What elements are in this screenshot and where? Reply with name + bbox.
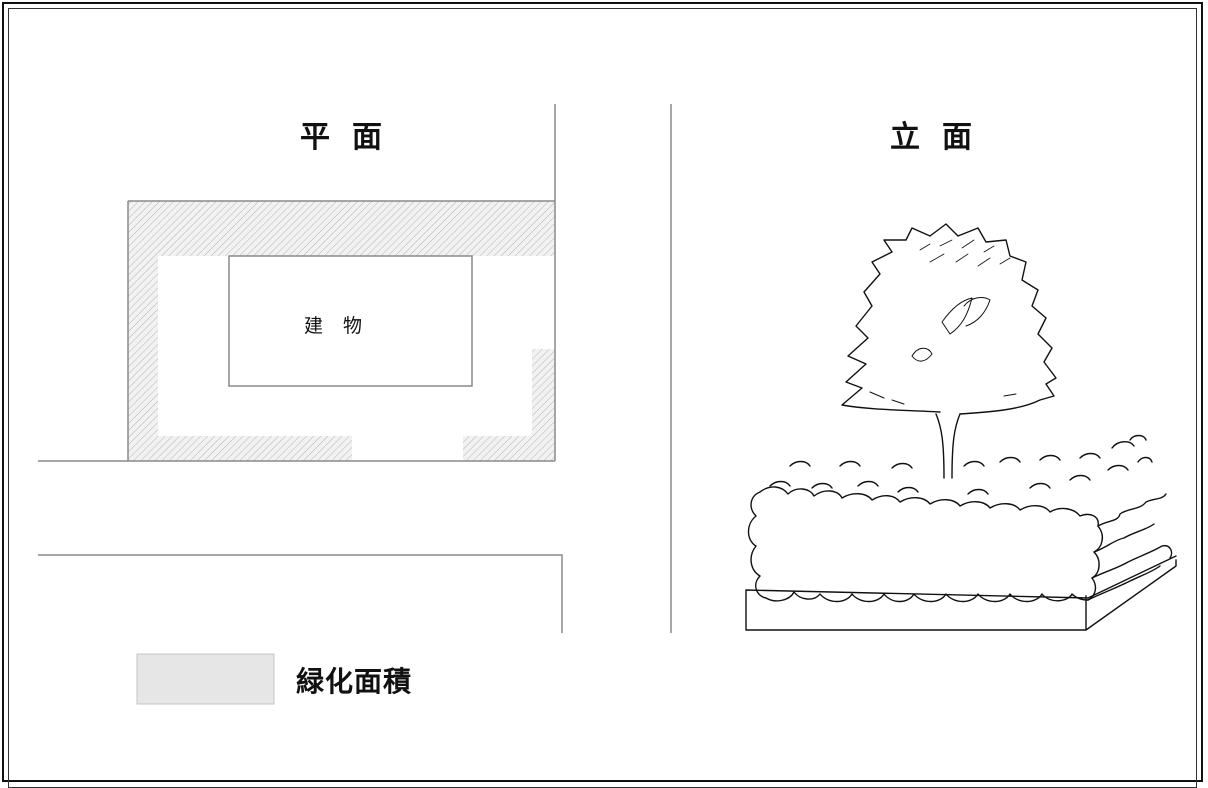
tree-trunk	[935, 413, 961, 479]
hedge-side-face	[1087, 493, 1173, 601]
building-footprint	[228, 255, 473, 387]
hedge-front-bottom	[765, 591, 1089, 603]
hedge-front-top-edge	[759, 486, 1099, 527]
hedge-top-middle	[769, 456, 1153, 495]
crown-leaf-detail	[869, 297, 1017, 405]
elevation-view-title: 立面	[890, 120, 994, 155]
hedge-front-right-edge	[1087, 525, 1104, 601]
legend-label: 緑化面積	[296, 665, 413, 698]
planter-box	[745, 555, 1177, 631]
legend-swatch	[136, 653, 275, 705]
hedge-top-back	[789, 434, 1147, 469]
greening-area-bottom-right	[463, 349, 555, 461]
building-label: 建物	[304, 315, 383, 337]
elevation-sketch	[745, 223, 1177, 631]
plan-view	[38, 104, 563, 633]
crown-shading-strokes	[919, 239, 1011, 267]
greening-area-top-left	[128, 201, 555, 461]
diagram-canvas	[38, 104, 1177, 705]
hedge-front-face	[747, 491, 767, 599]
adjacent-lot-outline	[38, 554, 563, 633]
tree-crown	[841, 223, 1057, 415]
plan-view-title: 平面	[300, 120, 404, 155]
